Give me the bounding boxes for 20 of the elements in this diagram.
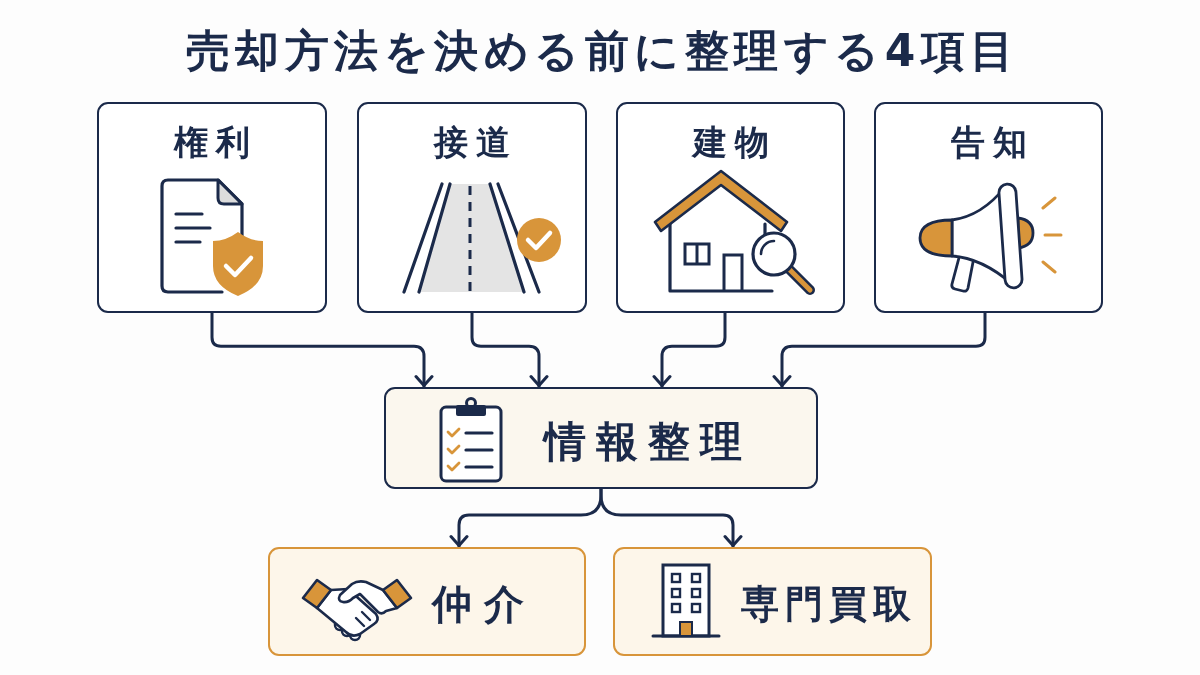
category-box — [616, 102, 845, 313]
arrow — [652, 311, 727, 389]
category-box — [357, 102, 587, 313]
category-heading: 告知 — [950, 125, 1035, 159]
option-box — [268, 547, 586, 656]
summary-box — [384, 387, 818, 489]
option-label: 専門買取 — [741, 585, 917, 623]
category-box — [874, 102, 1103, 313]
category-heading: 建物 — [692, 125, 777, 159]
arrow — [599, 487, 743, 549]
arrow — [210, 311, 434, 389]
title: 売却方法を決める前に整理する4項目 — [185, 29, 1020, 73]
arrow — [772, 311, 987, 389]
category-heading: 権利 — [174, 125, 258, 159]
category-heading: 接道 — [434, 125, 518, 159]
summary-label: 情報整理 — [544, 421, 752, 463]
option-label: 仲介 — [432, 584, 536, 624]
arrow — [470, 311, 549, 389]
category-box — [97, 102, 327, 313]
option-box — [613, 547, 932, 656]
